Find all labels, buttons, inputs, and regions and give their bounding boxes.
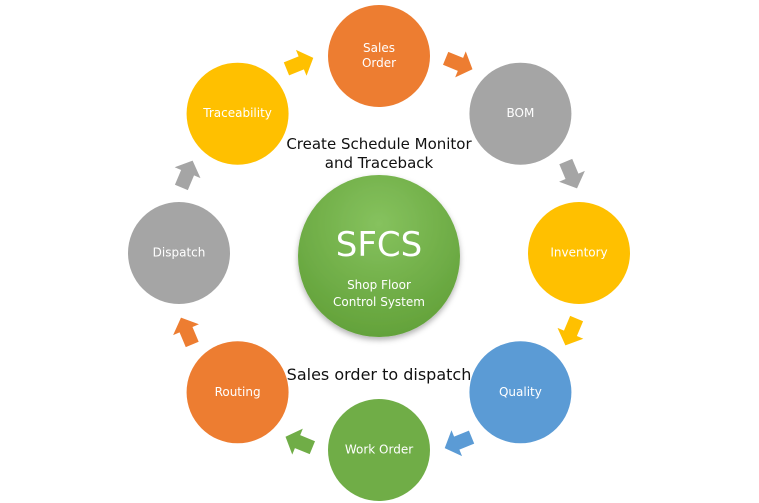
arrow-work-order-to-routing: [285, 428, 316, 455]
node-label-routing: Routing: [215, 385, 261, 399]
node-circle-inventory: [528, 202, 630, 304]
node-circle-routing: [186, 341, 289, 444]
arrow-quality-to-work-order: [444, 430, 475, 457]
caption-top-line1: Create Schedule Monitor: [286, 135, 472, 153]
center-hub: SFCS Shop Floor Control System: [298, 175, 460, 337]
node-circle-work-order: [328, 399, 430, 501]
node-label-bom: BOM: [507, 106, 535, 120]
node-label-sales-order: Sales: [363, 41, 395, 55]
arrow-dispatch-to-traceability: [174, 160, 201, 191]
arrow-inventory-to-quality: [557, 315, 584, 346]
node-label-dispatch: Dispatch: [153, 246, 206, 260]
arrow-sales-order-to-bom: [442, 51, 473, 78]
caption-bottom: Sales order to dispatch: [287, 365, 472, 384]
node-circle-dispatch: [128, 202, 230, 304]
node-bom: BOM: [469, 62, 572, 165]
center-subtitle-line1: Shop Floor: [347, 278, 411, 292]
node-circle-bom: [469, 62, 572, 165]
caption-top-line2: and Traceback: [325, 154, 434, 172]
node-label-sales-order: Order: [362, 56, 396, 70]
node-label-traceability: Traceability: [202, 106, 272, 120]
center-circle: [298, 175, 460, 337]
node-label-inventory: Inventory: [550, 246, 607, 260]
arrow-bom-to-inventory: [559, 158, 585, 189]
node-label-work-order: Work Order: [345, 443, 413, 457]
node-circle-quality: [469, 341, 572, 444]
node-work-order: Work Order: [328, 399, 430, 501]
node-dispatch: Dispatch: [128, 202, 230, 304]
node-routing: Routing: [186, 341, 289, 444]
arrow-routing-to-dispatch: [173, 317, 199, 348]
node-quality: Quality: [469, 341, 572, 444]
node-inventory: Inventory: [528, 202, 630, 304]
node-circle-traceability: [186, 62, 289, 165]
node-circle-sales-order: [328, 5, 430, 107]
arrow-traceability-to-sales-order: [283, 49, 314, 76]
node-label-quality: Quality: [499, 385, 542, 399]
arrows-layer: [173, 49, 585, 457]
node-traceability: Traceability: [186, 62, 289, 165]
center-title: SFCS: [336, 225, 422, 265]
center-subtitle-line2: Control System: [333, 295, 425, 309]
